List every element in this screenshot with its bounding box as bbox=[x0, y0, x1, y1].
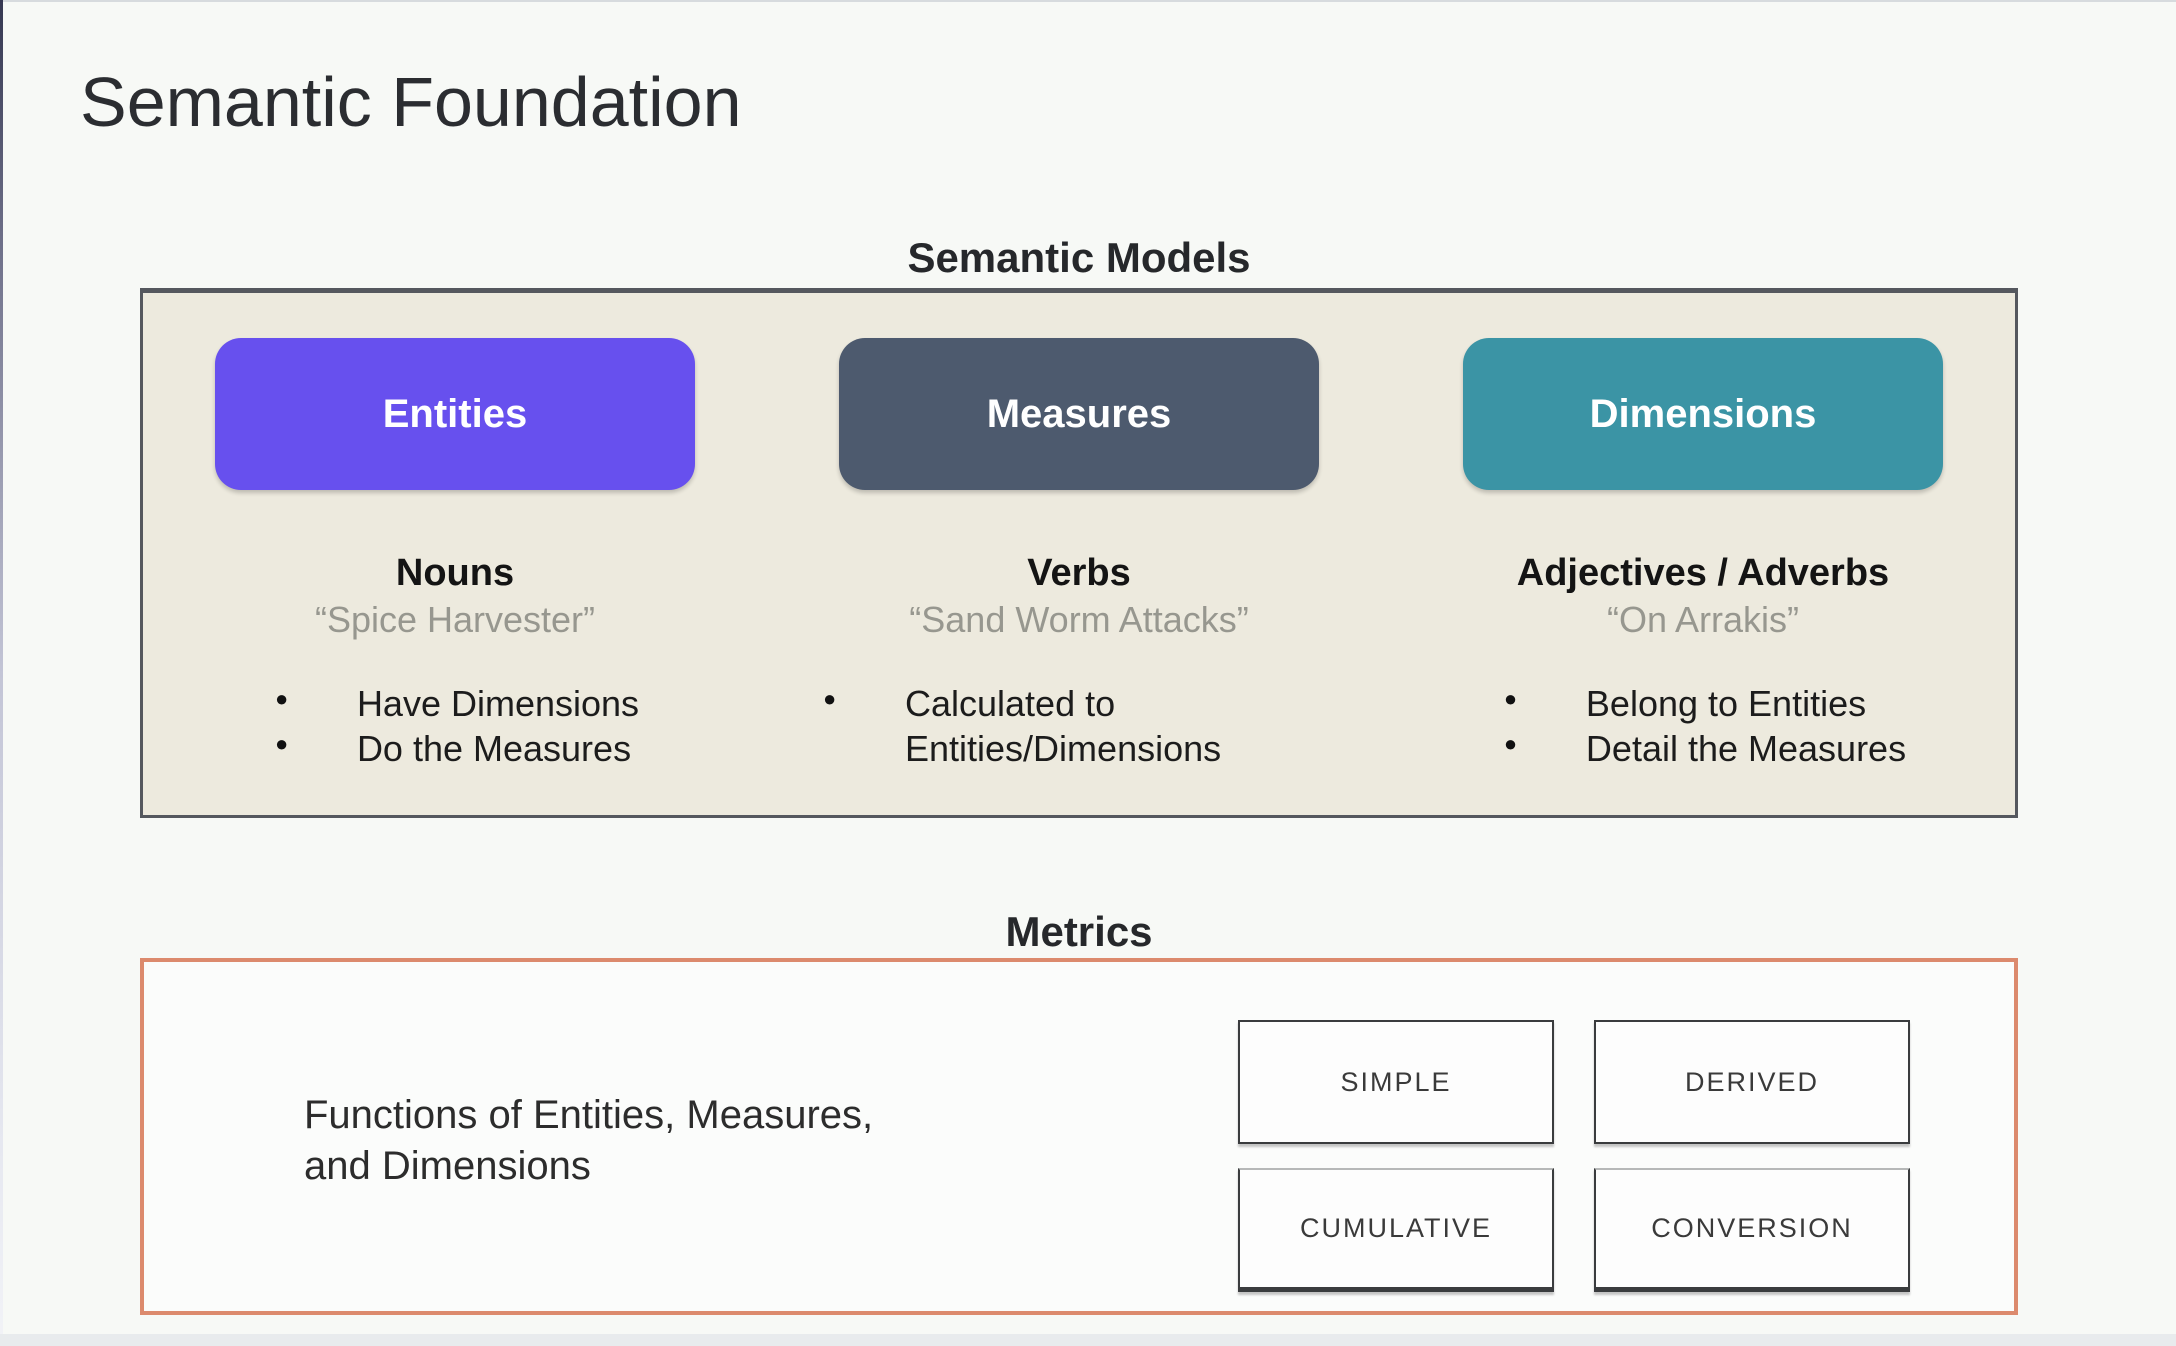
metrics-description-line2: and Dimensions bbox=[304, 1144, 591, 1189]
bullet-item: Have Dimensions bbox=[271, 681, 639, 726]
measures-role-label: Verbs bbox=[1027, 552, 1131, 594]
dimensions-role-label: Adjectives / Adverbs bbox=[1516, 552, 1890, 594]
measures-column: Measures Verbs “Sand Worm Attacks” Calcu… bbox=[767, 293, 1391, 815]
entities-box: Entities bbox=[215, 338, 695, 490]
metrics-panel: Functions of Entities, Measures, and Dim… bbox=[140, 958, 2018, 1315]
metric-type-conversion: CONVERSION bbox=[1594, 1168, 1910, 1292]
entities-role-label: Nouns bbox=[395, 552, 515, 594]
metric-type-simple: SIMPLE bbox=[1238, 1020, 1554, 1144]
frame-bottom-edge bbox=[0, 1334, 2176, 1346]
measures-example-quote: “Sand Worm Attacks” bbox=[909, 599, 1249, 640]
entities-column: Entities Nouns “Spice Harvester” Have Di… bbox=[143, 293, 767, 815]
frame-top-edge bbox=[0, 0, 2176, 2]
metrics-description: Functions of Entities, Measures, and Dim… bbox=[304, 1090, 873, 1192]
slide-title: Semantic Foundation bbox=[80, 63, 742, 141]
dimensions-bullet-list: Belong to Entities Detail the Measures bbox=[1391, 681, 2015, 771]
dimensions-example-quote: “On Arrakis” bbox=[1606, 599, 1800, 640]
measures-bullet-list: Calculated to Entities/Dimensions bbox=[767, 681, 1391, 771]
frame-left-edge bbox=[0, 0, 3, 1346]
entities-example-quote: “Spice Harvester” bbox=[314, 599, 596, 640]
bullet-item: Detail the Measures bbox=[1500, 726, 1906, 771]
metric-type-cumulative: CUMULATIVE bbox=[1238, 1168, 1554, 1292]
bullet-item: Calculated to Entities/Dimensions bbox=[819, 681, 1339, 771]
semantic-models-panel: Entities Nouns “Spice Harvester” Have Di… bbox=[140, 288, 2018, 818]
entities-bullet-list: Have Dimensions Do the Measures bbox=[143, 681, 767, 771]
semantic-models-heading: Semantic Models bbox=[907, 234, 1251, 281]
bullet-item: Do the Measures bbox=[271, 726, 639, 771]
bullet-item: Belong to Entities bbox=[1500, 681, 1906, 726]
dimensions-column: Dimensions Adjectives / Adverbs “On Arra… bbox=[1391, 293, 2015, 815]
measures-box: Measures bbox=[839, 338, 1319, 490]
metrics-description-line1: Functions of Entities, Measures, bbox=[304, 1093, 874, 1137]
dimensions-box: Dimensions bbox=[1463, 338, 1943, 490]
metrics-heading: Metrics bbox=[1005, 908, 1153, 955]
metric-type-derived: DERIVED bbox=[1594, 1020, 1910, 1144]
metric-type-grid: SIMPLE DERIVED CUMULATIVE CONVERSION bbox=[1238, 1020, 1910, 1292]
